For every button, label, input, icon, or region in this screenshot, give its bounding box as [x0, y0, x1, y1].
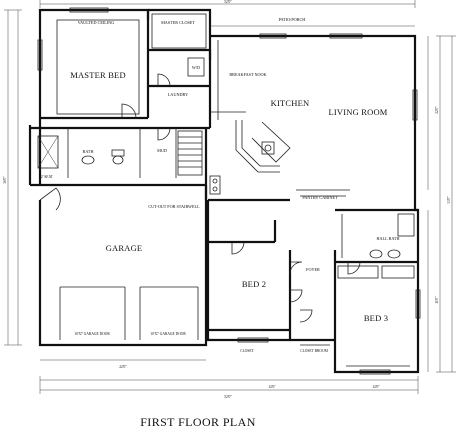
windows [37, 7, 421, 375]
room-label-master-bed: MASTER BED [70, 70, 126, 80]
annotation-garage-door-left: 10'X7 GARAGE DOOR [74, 332, 110, 336]
plan-title: FIRST FLOOR PLAN [140, 415, 256, 429]
dimension-right-lower: 11'0" [435, 296, 439, 304]
room-label-laundry: LAUNDRY [168, 92, 188, 97]
room-label-foyer: FOYER [306, 267, 320, 272]
room-label-master-closet: MASTER CLOSET [161, 20, 195, 25]
dimension-right-overall: 33'0" [447, 196, 451, 204]
annotation-vaulted-ceiling: VAULTED CEILING [78, 20, 115, 25]
room-label-mud: MUD [157, 148, 167, 153]
dimension-right-upper: 22'0" [435, 106, 439, 114]
annotation-seat: 12' SEAT [39, 175, 54, 179]
room-label-kitchen: KITCHEN [271, 98, 310, 108]
annotation-patio-porch: PATIO/PORCH [279, 17, 306, 22]
annotation-garage-door-right: 10'X7 GARAGE DOOR [150, 332, 186, 336]
annotation-closet-broom: CLOSET BROOM [300, 349, 328, 353]
dimension-bed3-width: 12'0" [372, 385, 380, 389]
dimension-bed2-width: 12'6" [268, 385, 276, 389]
room-label-breakfast-nook: BREAKFAST NOOK [229, 72, 266, 77]
dimension-lines [4, 0, 456, 394]
annotation-pantry-cabinet: PANTRY CABINET [302, 195, 338, 200]
annotation-cut-out-stairwell: CUT-OUT FOR STAIRWELL [148, 204, 200, 209]
dimension-bottom-overall: 52'0" [224, 395, 232, 399]
room-label-bed3: BED 3 [364, 313, 388, 323]
dimension-labels: 52'0" 52'0" 22'0" 12'0" 12'6" 36'0" 33'0… [3, 0, 451, 399]
annotations: PATIO/PORCH VAULTED CEILING CUT-OUT FOR … [39, 17, 338, 353]
annotation-closet: CLOSET [240, 349, 254, 353]
room-label-wd: W/D [192, 65, 200, 70]
dimension-left-overall: 36'0" [3, 176, 7, 184]
room-label-garage: GARAGE [106, 243, 143, 253]
dimension-top-overall: 52'0" [224, 0, 232, 4]
interior-walls [30, 10, 418, 367]
room-label-hall-bath: HALL BATH [377, 236, 400, 241]
room-label-bath: BATH [83, 149, 94, 154]
exterior-walls [28, 8, 420, 374]
room-label-bed2: BED 2 [242, 279, 266, 289]
door-swings [121, 73, 361, 323]
room-labels: MASTER BED MASTER CLOSET W/D LAUNDRY BRE… [70, 20, 399, 323]
dimension-garage-width: 22'0" [119, 365, 127, 369]
room-label-living-room: LIVING ROOM [328, 107, 387, 117]
